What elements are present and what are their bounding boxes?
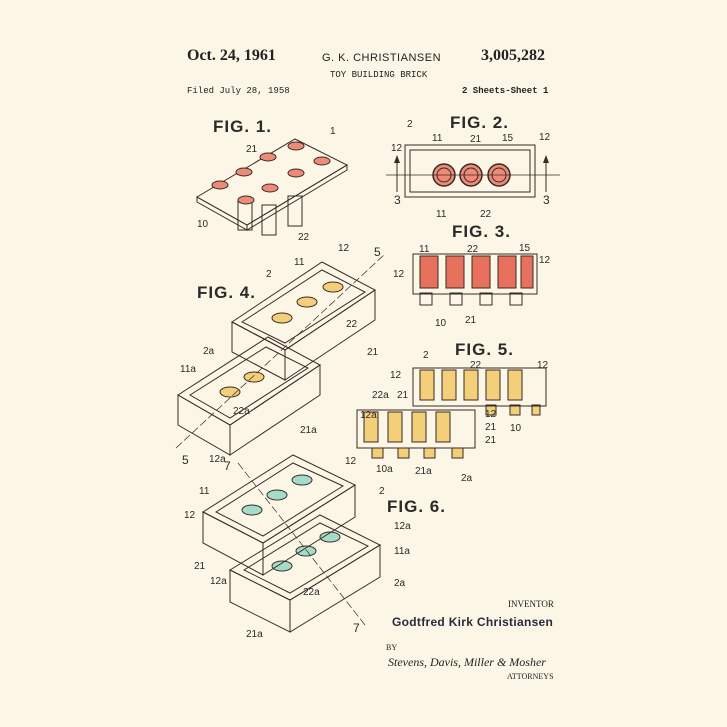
ref-numeral: 2a <box>394 578 406 589</box>
ref-numeral: 12 <box>184 510 196 521</box>
attorneys-label: ATTORNEYS <box>507 672 554 681</box>
ref-numeral: 1 <box>330 126 336 137</box>
patent-date: Oct. 24, 1961 <box>187 47 276 64</box>
fig6-refs: 7 12 11 2 12 12a 21 22a 11a 12a 2a 7 21a <box>184 456 411 640</box>
figure-5-section <box>356 367 547 459</box>
by-label: BY <box>386 643 398 652</box>
ref-numeral: 22a <box>372 390 389 401</box>
sheet-count: 2 Sheets-Sheet 1 <box>462 86 549 96</box>
ref-numeral: 12 <box>539 132 551 143</box>
ref-numeral: 21 <box>397 390 409 401</box>
ref-numeral: 12 <box>390 370 402 381</box>
ref-numeral: 21 <box>485 422 497 433</box>
ref-numeral: 2a <box>461 473 473 484</box>
ref-numeral: 10 <box>435 318 447 329</box>
ref-numeral: 11 <box>436 209 447 220</box>
ref-numeral: 22 <box>470 360 482 371</box>
ref-numeral: 12a <box>394 521 411 532</box>
ref-numeral: 2a <box>203 346 215 357</box>
ref-numeral: 10 <box>197 219 209 230</box>
fig4-refs: 2 11 12 5 22 21 2a 11a 22a 21a 5 12a <box>180 243 381 467</box>
ref-numeral: 15 <box>519 243 531 254</box>
ref-numeral: 11a <box>394 546 410 557</box>
figure-6-stacked-bricks <box>201 454 382 633</box>
fig2-refs: 2 11 21 15 12 12 3 3 11 22 <box>391 119 551 220</box>
ref-numeral: 11a <box>180 364 196 375</box>
ref-numeral: 15 <box>502 133 514 144</box>
fig1-refs: 1 21 10 22 <box>197 126 336 243</box>
ref-numeral: 12 <box>338 243 350 254</box>
fig4-label: FIG. 4. <box>197 283 256 302</box>
ref-numeral: 22a <box>233 406 250 417</box>
ref-numeral: 2 <box>379 486 385 497</box>
inventor-label: INVENTOR <box>508 599 554 609</box>
fig5-label: FIG. 5. <box>455 340 514 359</box>
ref-numeral: 11 <box>419 244 430 255</box>
fig1-label: FIG. 1. <box>213 117 272 136</box>
ref-numeral: 22a <box>303 587 320 598</box>
ref-numeral: 3 <box>543 193 550 207</box>
ref-numeral: 11 <box>432 133 443 144</box>
patent-number: 3,005,282 <box>481 47 545 64</box>
fig6-label: FIG. 6. <box>387 497 446 516</box>
ref-numeral: 22 <box>346 319 358 330</box>
ref-numeral: 12a <box>360 410 377 421</box>
fig3-label: FIG. 3. <box>452 222 511 241</box>
ref-numeral: 12 <box>345 456 357 467</box>
ref-numeral: 12 <box>537 360 549 371</box>
ref-numeral: 5 <box>182 453 189 467</box>
fig3-refs: 11 22 15 12 12 10 21 <box>393 243 551 329</box>
figure-4-stacked-bricks <box>175 253 386 456</box>
ref-numeral: 21 <box>367 347 379 358</box>
ref-numeral: 10a <box>376 464 393 475</box>
ref-numeral: 12a <box>209 454 226 465</box>
ref-numeral: 22 <box>467 244 479 255</box>
ref-numeral: 12 <box>485 409 497 420</box>
ref-numeral: 2 <box>407 119 413 130</box>
ref-numeral: 22 <box>480 209 492 220</box>
ref-numeral: 11 <box>294 257 305 268</box>
figure-3-section <box>412 253 538 306</box>
ref-numeral: 21 <box>470 134 482 145</box>
attorneys-signature: Stevens, Davis, Miller & Mosher <box>388 655 546 669</box>
ref-numeral: 21a <box>415 466 432 477</box>
ref-numeral: 22 <box>298 232 310 243</box>
ref-numeral: 12 <box>393 269 405 280</box>
figure-1-plate <box>195 138 349 236</box>
fig2-label: FIG. 2. <box>450 113 509 132</box>
ref-numeral: 21 <box>246 144 258 155</box>
ref-numeral: 5 <box>374 245 381 259</box>
ref-numeral: 7 <box>353 621 360 635</box>
filed-date: Filed July 28, 1958 <box>187 86 290 96</box>
ref-numeral: 11 <box>199 486 210 497</box>
ref-numeral: 12 <box>391 143 403 154</box>
ref-numeral: 12a <box>210 576 227 587</box>
ref-numeral: 3 <box>394 193 401 207</box>
ref-numeral: 2 <box>266 269 272 280</box>
ref-numeral: 21 <box>465 315 477 326</box>
figure-2-top-view <box>386 144 560 198</box>
ref-numeral: 21 <box>485 435 497 446</box>
ref-numeral: 21a <box>300 425 317 436</box>
ref-numeral: 7 <box>224 459 231 473</box>
ref-numeral: 12 <box>539 255 551 266</box>
ref-numeral: 21a <box>246 629 263 640</box>
fig5-refs: 2 22 12 12 22a 21 12a 12 21 10 21 10a 21… <box>360 350 549 484</box>
inventor-name: Godtfred Kirk Christiansen <box>392 615 554 629</box>
inventor-short: G. K. CHRISTIANSEN <box>322 52 442 64</box>
ref-numeral: 10 <box>510 423 522 434</box>
ref-numeral: 21 <box>194 561 206 572</box>
ref-numeral: 2 <box>423 350 429 361</box>
patent-title: TOY BUILDING BRICK <box>330 70 428 80</box>
